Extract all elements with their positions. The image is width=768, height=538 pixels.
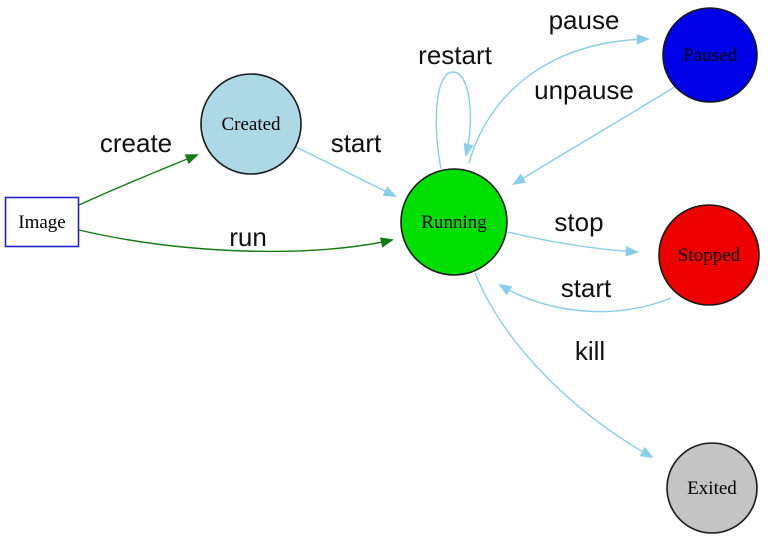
edge-run-label: run xyxy=(229,222,267,252)
stopped-label: Stopped xyxy=(678,245,741,266)
created-label: Created xyxy=(221,114,281,135)
edge-run xyxy=(78,229,394,253)
running-circle xyxy=(400,168,508,276)
edge-start-created-running xyxy=(295,146,397,197)
edges-layer xyxy=(78,33,677,458)
image-rect xyxy=(4,196,80,248)
node-stopped: Stopped xyxy=(658,204,760,306)
stopped-circle xyxy=(658,204,760,306)
edge-start-stopped-running xyxy=(498,283,672,313)
edge-unpause-label: unpause xyxy=(534,75,634,105)
edge-kill-label: kill xyxy=(575,336,605,366)
edge-labels-layer: create run start restart pause unpause s… xyxy=(100,5,634,366)
edge-start-created-label: start xyxy=(331,128,382,158)
nodes-layer: Image Created Running Paused Stopped Exi xyxy=(4,7,760,534)
edge-create-label: create xyxy=(100,128,172,158)
edge-restart-label: restart xyxy=(418,40,492,70)
edge-pause xyxy=(468,33,650,164)
node-image: Image xyxy=(4,196,80,248)
created-circle xyxy=(200,73,302,175)
edge-stop-label: stop xyxy=(554,207,603,237)
running-label: Running xyxy=(421,212,487,233)
node-exited: Exited xyxy=(666,442,758,534)
node-paused: Paused xyxy=(662,7,758,103)
paused-circle xyxy=(662,7,758,103)
exited-circle xyxy=(666,442,758,534)
edge-start-stopped-label: start xyxy=(561,273,612,303)
node-created: Created xyxy=(200,73,302,175)
edge-stop xyxy=(507,231,639,257)
image-label: Image xyxy=(18,212,65,233)
exited-label: Exited xyxy=(687,478,737,499)
node-running: Running xyxy=(400,168,508,276)
edge-create xyxy=(78,154,199,206)
edge-unpause xyxy=(512,85,677,186)
edge-kill xyxy=(474,272,654,458)
edge-pause-label: pause xyxy=(549,5,620,35)
paused-label: Paused xyxy=(683,45,737,66)
edge-restart-self-loop xyxy=(435,71,474,170)
